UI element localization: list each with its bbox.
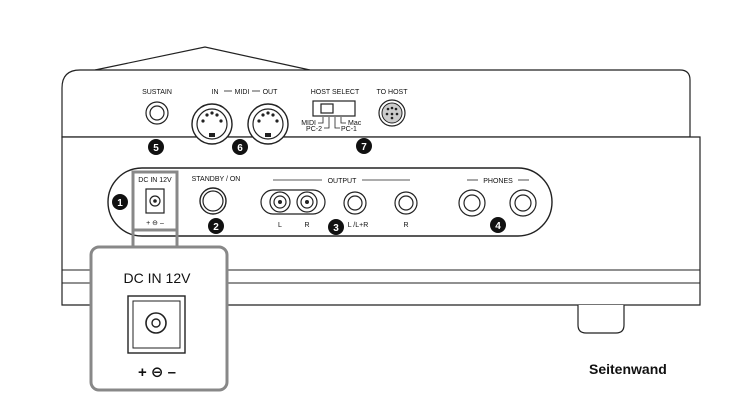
- svg-text:1: 1: [117, 198, 123, 209]
- output-label: OUTPUT: [328, 178, 358, 185]
- sustain-label: SUSTAIN: [142, 89, 172, 96]
- svg-text:3: 3: [333, 223, 339, 234]
- midi-out-label: OUT: [263, 89, 279, 96]
- midi-out-jack: [247, 103, 289, 145]
- midi-label: MIDI: [235, 89, 250, 96]
- zoom-dc-in-label: DC IN 12V: [124, 270, 192, 286]
- callout-5: 5: [148, 139, 164, 155]
- standby-switch: [199, 187, 227, 215]
- sustain-jack: [145, 101, 169, 125]
- midi-in-jack: [191, 103, 233, 145]
- phones-jack-1: [458, 189, 486, 217]
- svg-text:5: 5: [153, 143, 159, 154]
- svg-text:7: 7: [361, 142, 367, 153]
- callout-2: 2: [208, 218, 224, 234]
- output-lr-label: L /L+R: [348, 222, 369, 229]
- output-r-label: R: [304, 222, 309, 229]
- caption: Seitenwand: [589, 361, 667, 377]
- callout-4: 4: [490, 217, 506, 233]
- callout-7: 7: [356, 138, 372, 154]
- to-host-port: [378, 99, 406, 127]
- output-r2-label: R: [403, 222, 408, 229]
- midi-in-label: IN: [212, 89, 219, 96]
- phones-label: PHONES: [483, 178, 513, 185]
- to-host-label: TO HOST: [377, 89, 409, 96]
- output-l-label: L: [278, 222, 282, 229]
- host-select-ticks: [318, 117, 346, 129]
- standby-label: STANDBY / ON: [192, 176, 241, 183]
- host-select-label: HOST SELECT: [311, 89, 360, 96]
- host-select-switch: [312, 100, 356, 117]
- callout-3: 3: [328, 219, 344, 235]
- callout-6: 6: [232, 139, 248, 155]
- svg-text:6: 6: [237, 143, 243, 154]
- output-r2-jack: [394, 191, 418, 215]
- host-mac-label: Mac: [348, 120, 362, 127]
- roof-outline: [94, 46, 311, 71]
- polarity-label: + ⊖ –: [146, 220, 164, 227]
- output-l-jack: [269, 191, 291, 213]
- dc-in-label: DC IN 12V: [138, 177, 172, 184]
- svg-text:2: 2: [213, 222, 219, 233]
- zoom-polarity-label: + ⊖ –: [138, 364, 176, 381]
- phones-jack-2: [509, 189, 537, 217]
- output-lr-jack: [343, 191, 367, 215]
- host-pc1-label: PC-1: [341, 126, 357, 133]
- zoom-dc-in-jack: [127, 295, 186, 354]
- callout-1: 1: [112, 194, 128, 210]
- host-pc2-label: PC-2: [306, 126, 322, 133]
- host-midi-label: MIDI: [301, 120, 316, 127]
- output-r-jack: [296, 191, 318, 213]
- svg-text:4: 4: [495, 221, 501, 232]
- foot: [577, 305, 625, 334]
- dc-in-jack: [145, 188, 165, 214]
